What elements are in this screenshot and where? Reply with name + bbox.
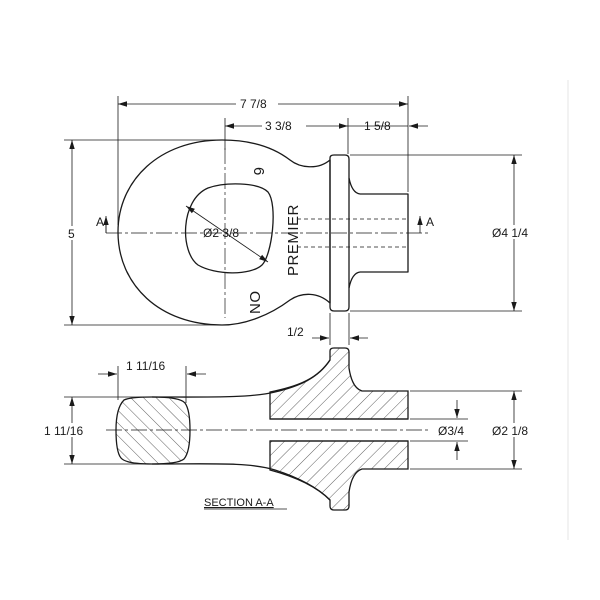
hole-diameter-leader [185, 205, 269, 263]
eye-to-flange-label: 3 3/8 [265, 119, 292, 133]
flange-diameter-label: Ø4 1/4 [492, 226, 528, 240]
bar-height-label: 1 11/16 [44, 424, 83, 438]
flange-fillet-bottom [348, 271, 361, 289]
section-view: 1 11/16 1 11/16 Ø3/4 Ø2 1/8 SECTION A-A [40, 347, 552, 511]
flange-outline [329, 154, 350, 312]
shank-length-label: 1 5/8 [364, 119, 391, 133]
top-view: A A Ø2 3/8 6 PREMIER NO 7 7/8 3 3/8 1 5/… [64, 96, 550, 345]
bar-section [115, 396, 191, 465]
section-mark-left-label: A [96, 215, 104, 229]
emboss-brand: PREMIER [285, 204, 302, 276]
emboss-no: NO [247, 291, 264, 315]
emboss-number: 6 [250, 167, 267, 176]
hub-upper-section [269, 347, 409, 420]
bar-width-label: 1 11/16 [126, 359, 165, 373]
hole-diameter-label: Ø2 3/8 [203, 226, 239, 240]
eye-hole-outline [184, 183, 274, 274]
bore-diameter-label: Ø3/4 [438, 424, 464, 438]
hub-diameter-label: Ø2 1/8 [492, 424, 528, 438]
flange-fillet-top [348, 177, 361, 195]
flange-thickness-label: 1/2 [287, 325, 304, 339]
eye-height-label: 5 [68, 227, 75, 241]
eye-body-outline [117, 139, 331, 326]
section-mark-right-label: A [426, 215, 434, 229]
overall-length-label: 7 7/8 [240, 97, 267, 111]
hub-lower-section [269, 440, 409, 511]
section-caption: SECTION A-A [204, 497, 274, 509]
